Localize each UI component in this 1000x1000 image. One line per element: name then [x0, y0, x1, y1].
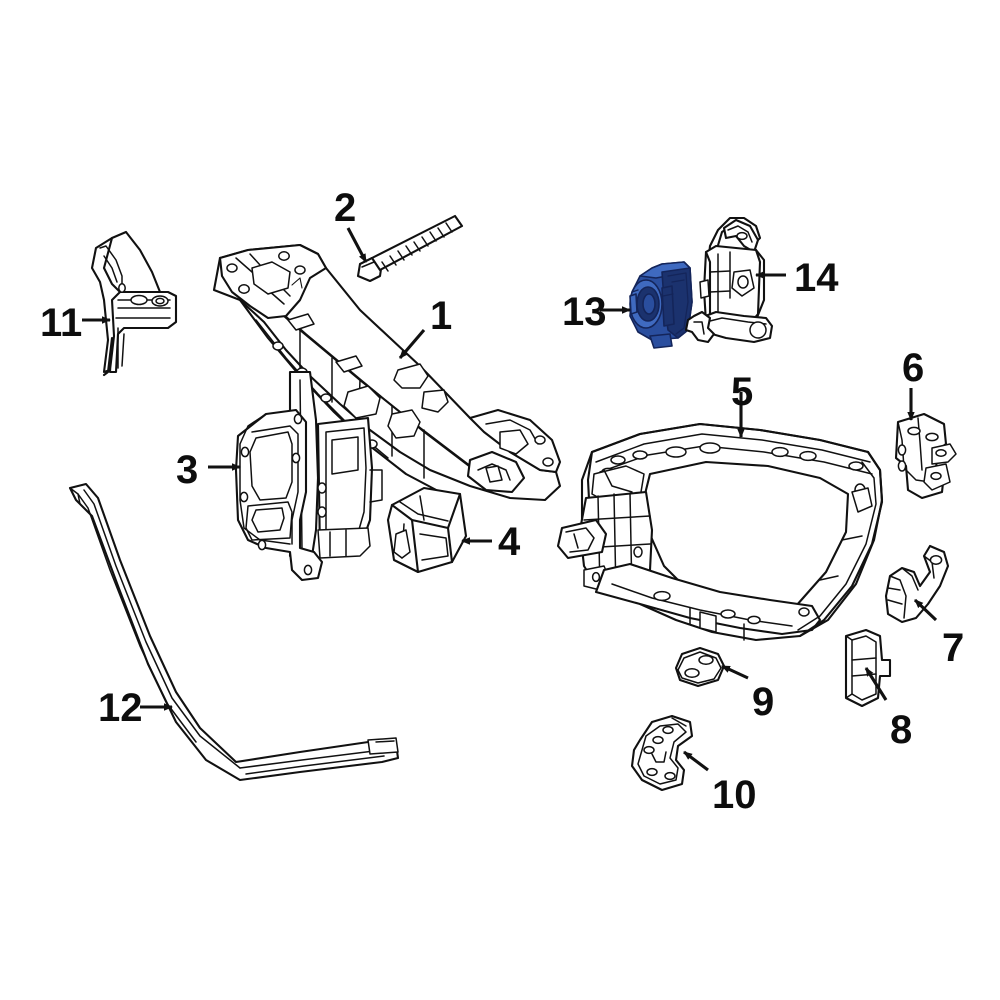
callout-label-3: 3	[176, 448, 199, 492]
callout-label-6: 6	[902, 346, 925, 390]
part-2-mounting-bolt	[356, 214, 464, 283]
callout-label-13: 13	[562, 290, 607, 334]
part-5-right-headlamp-support-frame	[556, 422, 884, 642]
part-3-left-support-bracket-panel	[234, 408, 324, 582]
part-4-air-duct-box	[386, 486, 468, 574]
callout-label-7: 7	[942, 626, 965, 670]
callout-label-12: 12	[98, 686, 143, 730]
part-10-lower-hinge-bracket	[630, 714, 694, 792]
part-13-horn-assembly	[629, 261, 693, 349]
part-11-left-upper-bracket	[90, 230, 178, 377]
callout-label-9: 9	[752, 680, 775, 724]
part-14-horn-mounting-bracket	[684, 216, 774, 344]
callout-label-1: 1	[430, 294, 453, 338]
part-7-side-reinforcement-bracket	[884, 544, 950, 624]
part-9-oval-mounting-plate	[674, 646, 726, 688]
callout-label-8: 8	[890, 708, 913, 752]
leader-lines	[82, 227, 938, 772]
callout-label-4: 4	[498, 520, 521, 564]
callout-label-10: 10	[712, 773, 757, 817]
callout-label-5: 5	[731, 370, 754, 414]
callout-label-14: 14	[794, 256, 839, 300]
callout-label-11: 11	[40, 301, 83, 345]
callout-label-2: 2	[334, 186, 357, 230]
part-6-upper-mounting-bracket	[894, 412, 957, 500]
part-12-lower-tie-bar	[68, 482, 400, 782]
